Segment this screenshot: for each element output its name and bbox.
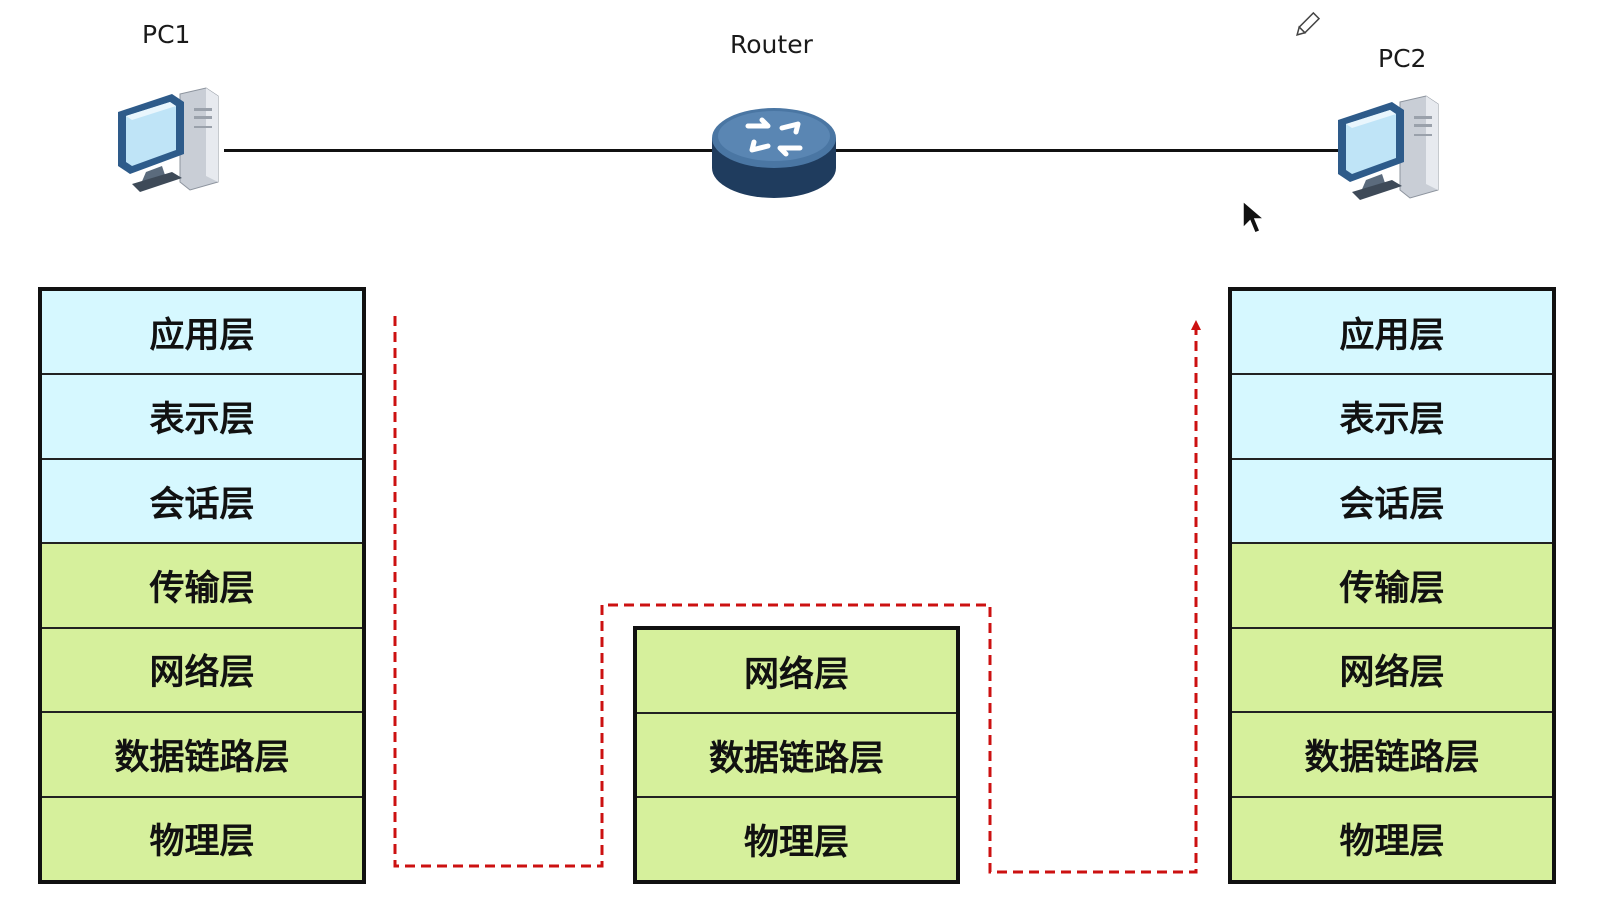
router-data-link-layer: 数据链路层 — [637, 714, 956, 798]
desktop-computer-icon — [110, 86, 230, 198]
pc2-physical-layer: 物理层 — [1232, 797, 1552, 880]
pc2-network-layer: 网络层 — [1232, 628, 1552, 714]
pc1-application-layer: 应用层 — [42, 291, 362, 376]
router-label: Router — [730, 30, 813, 59]
pencil-icon — [1292, 10, 1322, 40]
pc1-presentation-layer: 表示层 — [42, 375, 362, 460]
router-network-layer: 网络层 — [637, 630, 956, 714]
link-pc1-router — [224, 149, 720, 152]
pc2-data-link-layer: 数据链路层 — [1232, 713, 1552, 798]
pc1-label: PC1 — [142, 20, 191, 49]
pc1-osi-stack: 应用层 表示层 会话层 传输层 网络层 数据链路层 物理层 — [38, 287, 366, 884]
pc2-label: PC2 — [1378, 44, 1427, 73]
router-physical-layer: 物理层 — [637, 798, 956, 880]
pc1-data-link-layer: 数据链路层 — [42, 713, 362, 798]
mouse-cursor-icon — [1242, 199, 1267, 236]
pc2-transport-layer: 传输层 — [1232, 544, 1552, 629]
router-stack: 网络层 数据链路层 物理层 — [633, 626, 960, 884]
pc1-physical-layer: 物理层 — [42, 797, 362, 880]
desktop-computer-icon — [1330, 94, 1450, 206]
pc2-session-layer: 会话层 — [1232, 459, 1552, 545]
pc2-presentation-layer: 表示层 — [1232, 375, 1552, 460]
pc2-application-layer: 应用层 — [1232, 291, 1552, 376]
link-router-pc2 — [828, 149, 1340, 152]
pc1-network-layer: 网络层 — [42, 628, 362, 714]
pc1-transport-layer: 传输层 — [42, 544, 362, 629]
pc2-osi-stack: 应用层 表示层 会话层 传输层 网络层 数据链路层 物理层 — [1228, 287, 1556, 884]
pc1-session-layer: 会话层 — [42, 459, 362, 545]
router-icon — [710, 98, 838, 202]
